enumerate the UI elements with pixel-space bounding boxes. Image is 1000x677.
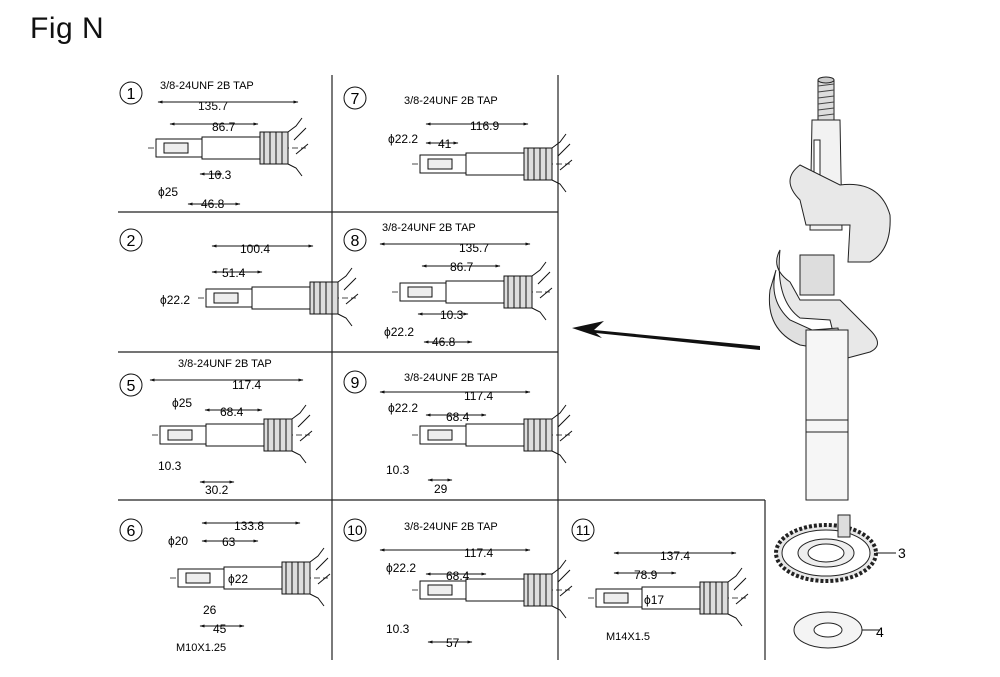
tap-spec: 3/8-24UNF 2B TAP [382, 222, 476, 234]
panel-1: 1 3/8-24UNF 2B TAP 135.7 86.7 10.3 ϕ25 4… [119, 80, 309, 211]
dimension-label: 117.4 [464, 546, 493, 560]
tap-spec: 3/8-24UNF 2B TAP [178, 358, 272, 370]
dimension-label: 10.3 [440, 308, 464, 322]
tap-spec: 3/8-24UNF 2B TAP [404, 521, 498, 533]
dimension-label: 63 [222, 535, 236, 549]
tap-spec: 3/8-24UNF 2B TAP [404, 372, 498, 384]
dimension-label: 46.8 [432, 335, 456, 349]
dimension-label: 26 [203, 603, 217, 617]
dimension-label: 51.4 [222, 266, 246, 280]
panel-number: 10 [347, 522, 363, 538]
diameter-label: ϕ20 [168, 534, 188, 548]
diameter-label: ϕ17 [644, 593, 664, 607]
washer-callout: 4 [876, 624, 884, 640]
panel-number: 7 [351, 91, 360, 108]
dimension-label: 78.9 [634, 568, 658, 582]
diameter-label: ϕ22 [228, 572, 248, 586]
dimension-label: 46.8 [201, 197, 225, 211]
panel-grid [118, 75, 766, 660]
dimension-label: 100.4 [240, 242, 270, 256]
figure-title: Fig N [30, 12, 105, 45]
dimension-label: 86.7 [450, 260, 474, 274]
panel-10: 10 3/8-24UNF 2B TAP 117.4 ϕ22.2 68.4 10.… [343, 518, 573, 650]
crankshaft-illustration [768, 76, 891, 501]
pointer-arrow [572, 321, 760, 350]
timing-gear-illustration [774, 514, 878, 583]
dimension-label: 135.7 [198, 99, 228, 113]
panel-5: 5 3/8-24UNF 2B TAP 117.4 ϕ25 68.4 10.3 3… [119, 358, 313, 497]
washer-illustration [793, 611, 863, 649]
dimension-label: 86.7 [212, 120, 236, 134]
panel-number: 1 [127, 86, 136, 103]
diameter-label: ϕ22.2 [384, 325, 414, 339]
diameter-label: ϕ22.2 [160, 293, 190, 307]
dimension-label: 117.4 [464, 389, 493, 403]
tap-spec: 3/8-24UNF 2B TAP [404, 95, 498, 107]
panel-number: 5 [127, 378, 136, 395]
dimension-label: 117.4 [232, 378, 261, 392]
panel-number: 2 [127, 233, 136, 250]
dimension-label: 45 [213, 622, 227, 636]
diameter-label: ϕ22.2 [388, 401, 418, 415]
dimension-label: 68.4 [220, 405, 244, 419]
panel-6: 6 133.8 ϕ20 63 ϕ22 26 45 M10X1.25 [119, 518, 331, 654]
dimension-label: 116.9 [470, 119, 499, 133]
dimension-label: 10.3 [208, 168, 232, 182]
dimension-label: 68.4 [446, 410, 470, 424]
dimension-label: 68.4 [446, 569, 470, 583]
dimension-label: 29 [434, 482, 448, 496]
panel-9: 9 3/8-24UNF 2B TAP 117.4 ϕ22.2 68.4 10.3… [343, 370, 573, 496]
panel-7: 7 3/8-24UNF 2B TAP 116.9 ϕ22.2 41 [343, 86, 573, 193]
dimension-label: 10.3 [386, 622, 410, 636]
dimension-label: 137.4 [660, 549, 690, 563]
panel-11: 11 137.4 78.9 ϕ17 M14X1.5 [571, 518, 749, 643]
dimension-label: 30.2 [205, 483, 229, 497]
gear-callout: 3 [898, 545, 906, 561]
dimension-label: 57 [446, 636, 460, 650]
diameter-label: ϕ25 [172, 396, 192, 410]
diameter-label: ϕ22.2 [386, 561, 416, 575]
panel-2: 2 100.4 51.4 ϕ22.2 [119, 228, 359, 327]
dimension-label: 133.8 [234, 519, 264, 533]
panel-number: 9 [351, 375, 360, 392]
panel-number: 8 [351, 233, 360, 250]
thread-spec: M14X1.5 [606, 631, 650, 643]
dimension-label: 135.7 [459, 241, 489, 255]
panel-number: 6 [127, 523, 136, 540]
dimension-label: 10.3 [158, 459, 182, 473]
tap-spec: 3/8-24UNF 2B TAP [160, 80, 254, 92]
panel-8: 8 3/8-24UNF 2B TAP 135.7 86.7 10.3 ϕ22.2… [343, 222, 553, 349]
dimension-label: 41 [438, 137, 452, 151]
thread-spec: M10X1.25 [176, 642, 226, 654]
diameter-label: ϕ22.2 [388, 132, 418, 146]
diameter-label: ϕ25 [158, 185, 178, 199]
dimension-label: 10.3 [386, 463, 410, 477]
panel-number: 11 [576, 522, 591, 538]
